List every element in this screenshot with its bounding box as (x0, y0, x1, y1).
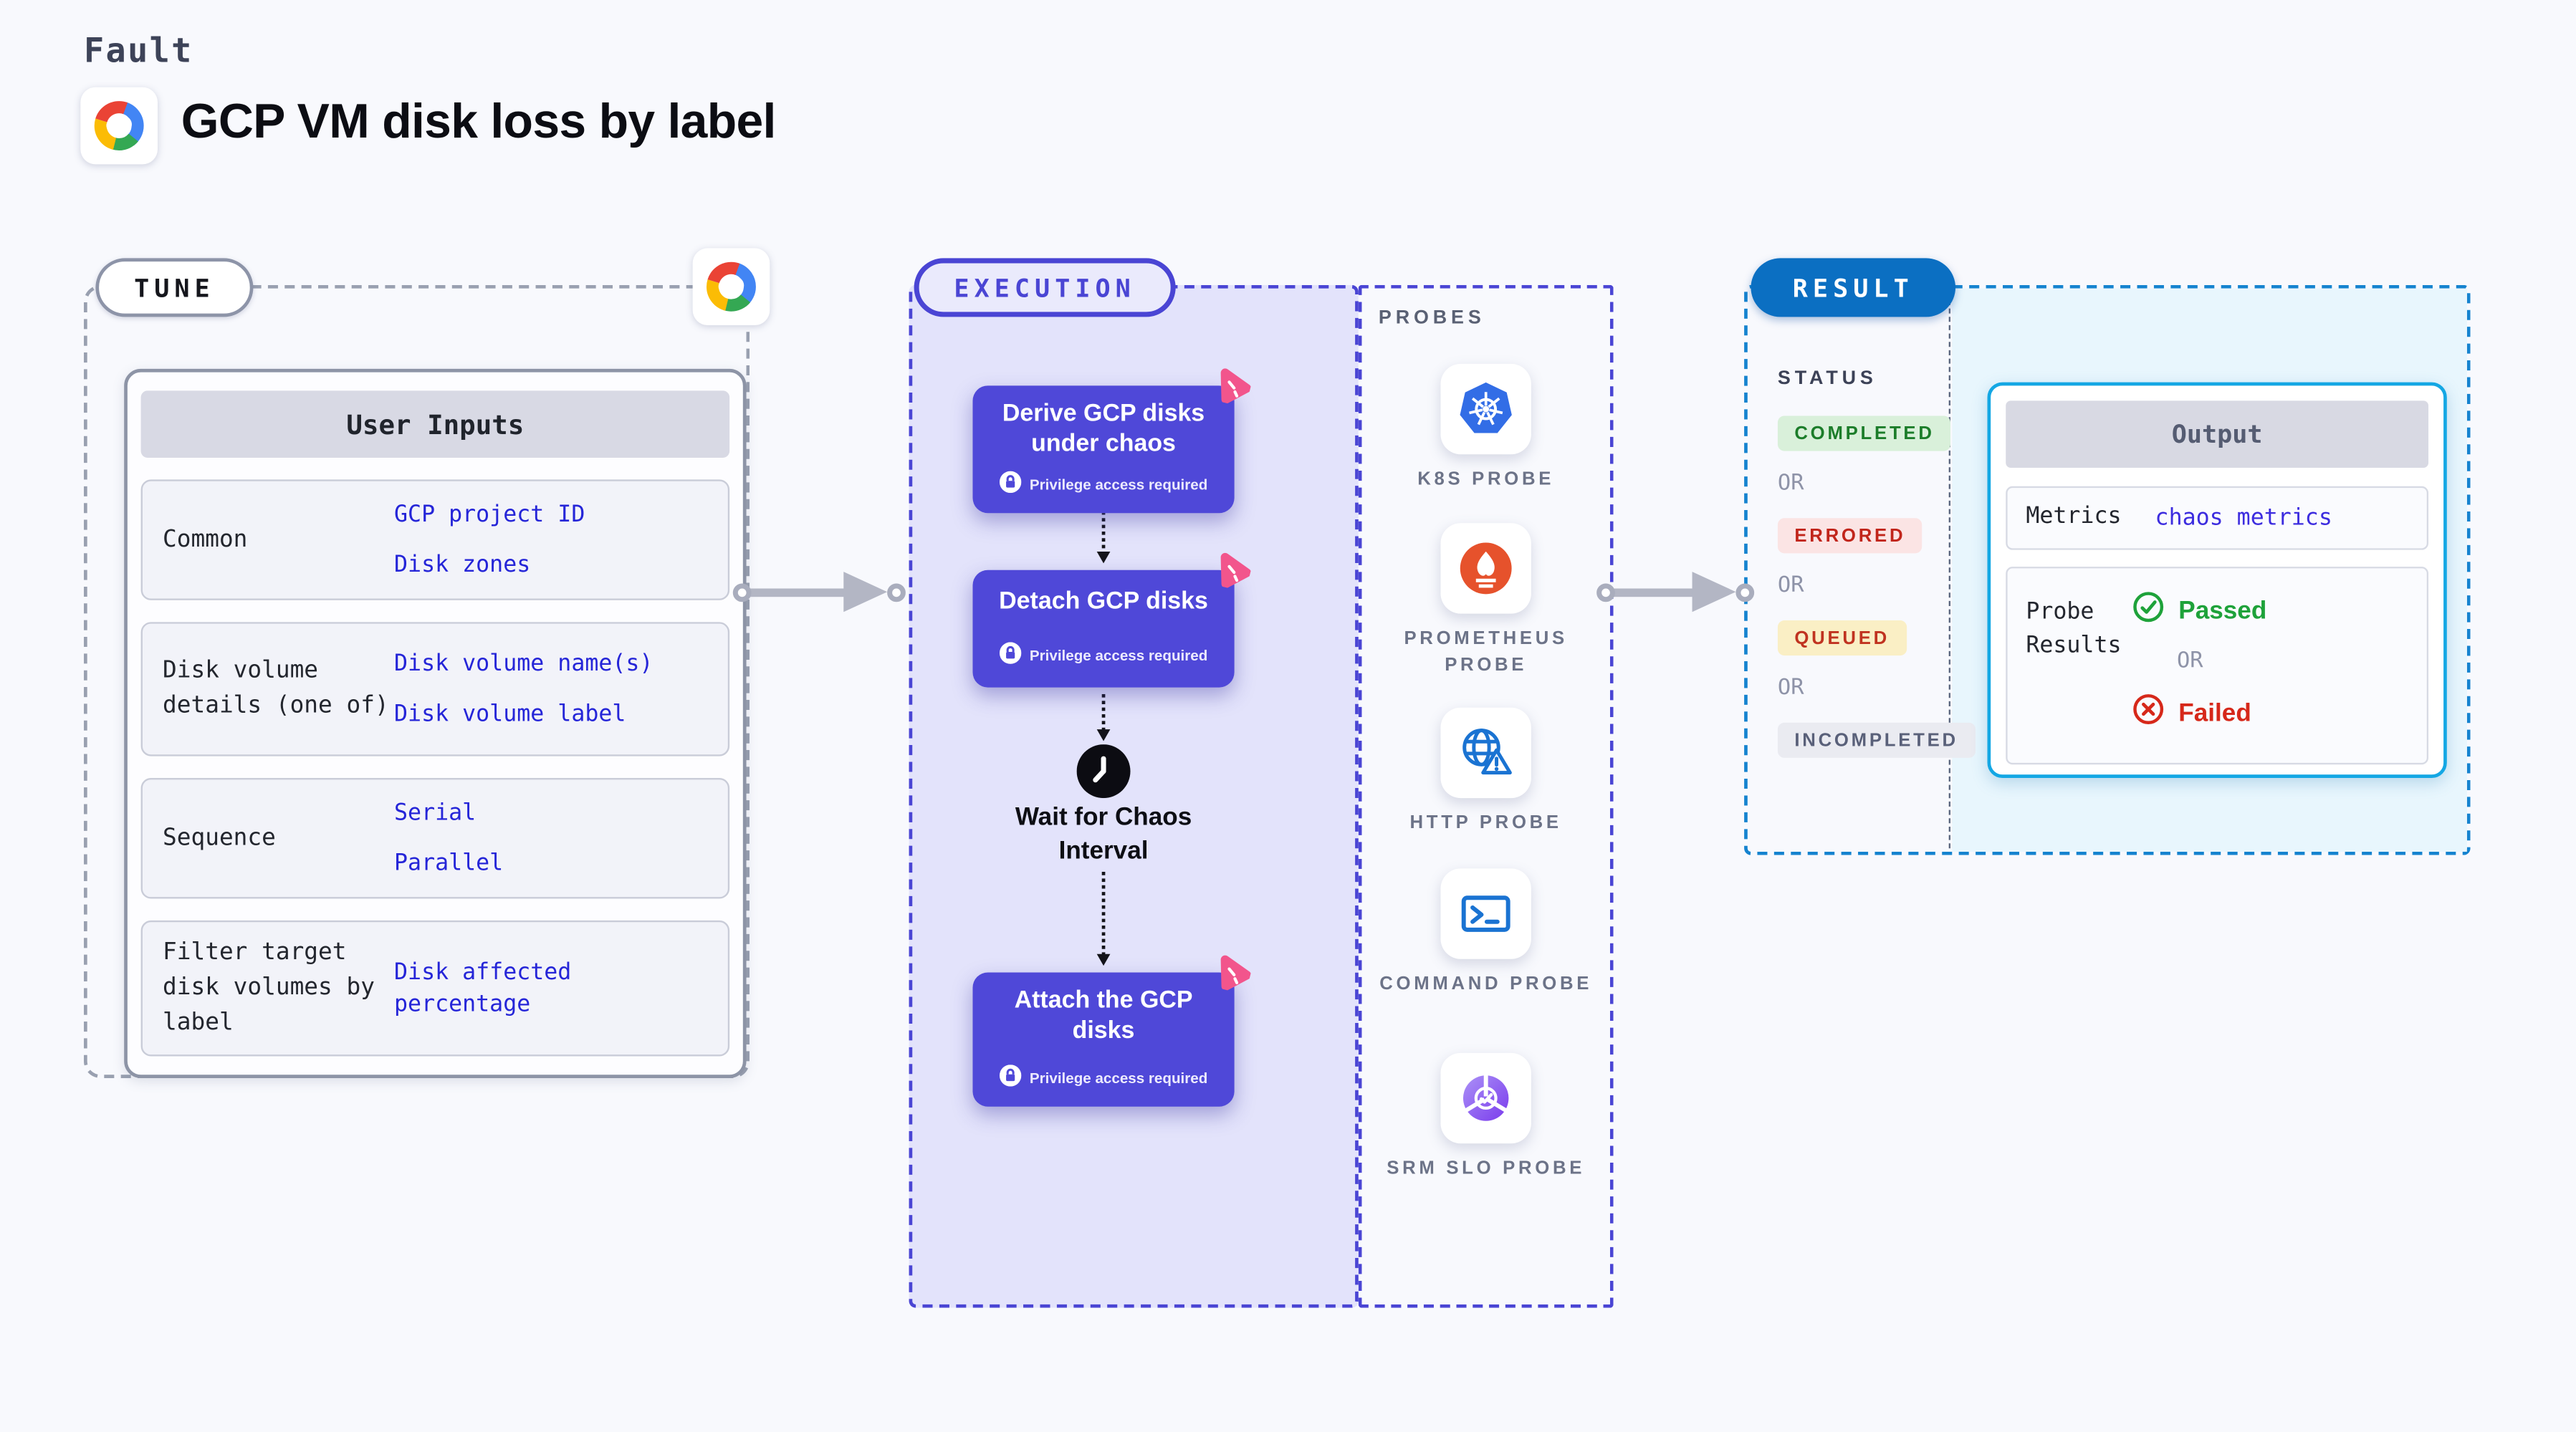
probes-header: PROBES (1378, 308, 1485, 329)
privilege-note: Privilege access required (1029, 646, 1208, 663)
or-label: OR (1777, 471, 1804, 496)
probe-label: K8S PROBE (1417, 469, 1555, 490)
tune-badge: TUNE (95, 258, 254, 317)
terminal-icon (1440, 868, 1531, 959)
kubernetes-icon (1440, 363, 1531, 455)
passed-label: Passed (2178, 596, 2267, 625)
row-label: Filter target disk volumes by label (163, 938, 375, 1037)
x-circle-icon (2132, 693, 2165, 733)
execution-section: EXECUTION Derive GCP disks under chaos (909, 258, 1359, 1308)
result-divider (1948, 292, 1951, 849)
result-section: RESULT STATUS COMPLETED OR ERRORED OR QU… (1744, 258, 2471, 855)
status-column: STATUS COMPLETED OR ERRORED OR QUEUED OR… (1777, 368, 1976, 778)
status-badge-incompleted: INCOMPLETED (1777, 722, 1976, 758)
litmus-chaos-icon (1210, 952, 1254, 1001)
step-attach-gcp-disks: Attach the GCP disks Privilege access re… (972, 955, 1252, 1107)
check-circle-icon (2132, 590, 2165, 630)
metrics-value: chaos metrics (2155, 504, 2332, 532)
globe-alert-icon (1440, 707, 1531, 799)
row-value: GCP project ID (394, 501, 585, 528)
row-value: Serial (394, 799, 477, 827)
table-row-disk-volume-details: Disk volume details (one of) Disk volume… (140, 622, 730, 756)
probe-label: COMMAND PROBE (1379, 974, 1593, 994)
page-title: GCP VM disk loss by label (181, 95, 777, 150)
status-header: STATUS (1777, 368, 1877, 389)
row-label: Common (163, 525, 248, 553)
status-badge-errored: ERRORED (1777, 518, 1923, 554)
table-row-sequence: Sequence Serial Parallel (140, 777, 730, 899)
prometheus-icon (1440, 523, 1531, 614)
or-label: OR (1777, 573, 1804, 599)
privilege-note: Privilege access required (1029, 476, 1208, 493)
wait-for-chaos-interval-label: Wait for Chaos Interval (1015, 803, 1192, 865)
probe-label: SRM SLO PROBE (1387, 1158, 1586, 1179)
result-badge: RESULT (1751, 258, 1956, 317)
step-derive-gcp-disks: Derive GCP disks under chaos Privilege a… (972, 368, 1252, 514)
privilege-note: Privilege access required (1029, 1069, 1208, 1087)
gcp-corner-icon (692, 248, 770, 326)
row-value: Disk zones (394, 552, 531, 579)
slo-gauge-icon (1440, 1052, 1531, 1144)
or-label: OR (1777, 676, 1804, 701)
probe-srm-slo: SRM SLO PROBE (1361, 1052, 1609, 1183)
row-value: Disk volume name(s) (394, 650, 653, 678)
failed-label: Failed (2178, 698, 2251, 727)
flow-connector (1096, 693, 1110, 741)
tune-section: TUNE User Inputs Common GCP project ID D… (84, 248, 770, 1078)
status-badge-completed: COMPLETED (1777, 415, 1952, 451)
flow-arrow-tune-to-execution (732, 572, 906, 612)
lock-icon (999, 1062, 1022, 1093)
step-title: Derive GCP disks under chaos (1002, 400, 1205, 458)
litmus-chaos-icon (1210, 365, 1254, 415)
gcp-logo-icon (80, 87, 158, 165)
table-row-filter-by-label: Filter target disk volumes by label Disk… (140, 920, 730, 1057)
lock-icon (999, 639, 1022, 671)
output-probe-results-row: Probe Results Passed OR (2006, 567, 2429, 765)
step-title: Attach the GCP disks (1014, 987, 1193, 1045)
probe-label: HTTP PROBE (1409, 813, 1562, 834)
output-header: Output (2006, 400, 2429, 468)
user-inputs-table: User Inputs Common GCP project ID Disk z… (124, 368, 747, 1078)
clock-icon (1076, 744, 1131, 804)
table-header: User Inputs (140, 390, 730, 458)
probe-label: PROMETHEUS PROBE (1404, 628, 1568, 676)
row-value: Parallel (394, 850, 504, 878)
probe-command: COMMAND PROBE (1361, 868, 1609, 999)
status-badge-queued: QUEUED (1777, 620, 1907, 656)
fault-eyebrow: Fault (84, 30, 193, 71)
step-detach-gcp-disks: Detach GCP disks Privilege access requir… (972, 552, 1252, 688)
probe-prometheus: PROMETHEUS PROBE (1361, 523, 1609, 681)
table-row-common: Common GCP project ID Disk zones (140, 479, 730, 600)
flow-connector (1096, 872, 1110, 966)
execution-badge: EXECUTION (914, 258, 1176, 317)
row-label: Sequence (163, 824, 276, 851)
probe-results-label: Probe Results (2026, 598, 2122, 658)
row-value: Disk volume label (394, 701, 626, 728)
lock-icon (999, 468, 1022, 500)
probes-section: PROBES K8S (1358, 284, 1614, 1308)
flow-arrow-execution-to-result (1596, 572, 1755, 612)
probe-http: HTTP PROBE (1361, 707, 1609, 838)
row-label: Disk volume details (one of) (163, 657, 389, 720)
or-label: OR (2176, 648, 2203, 674)
litmus-chaos-icon (1210, 549, 1254, 599)
step-title: Detach GCP disks (999, 588, 1208, 615)
probe-k8s: K8S PROBE (1361, 363, 1609, 494)
metrics-label: Metrics (2026, 503, 2122, 531)
flow-connector (1096, 499, 1110, 564)
output-card: Output Metrics chaos metrics Probe Resul… (1987, 382, 2447, 778)
row-value: Disk affected percentage (394, 959, 572, 1017)
output-metrics-row: Metrics chaos metrics (2006, 486, 2429, 550)
